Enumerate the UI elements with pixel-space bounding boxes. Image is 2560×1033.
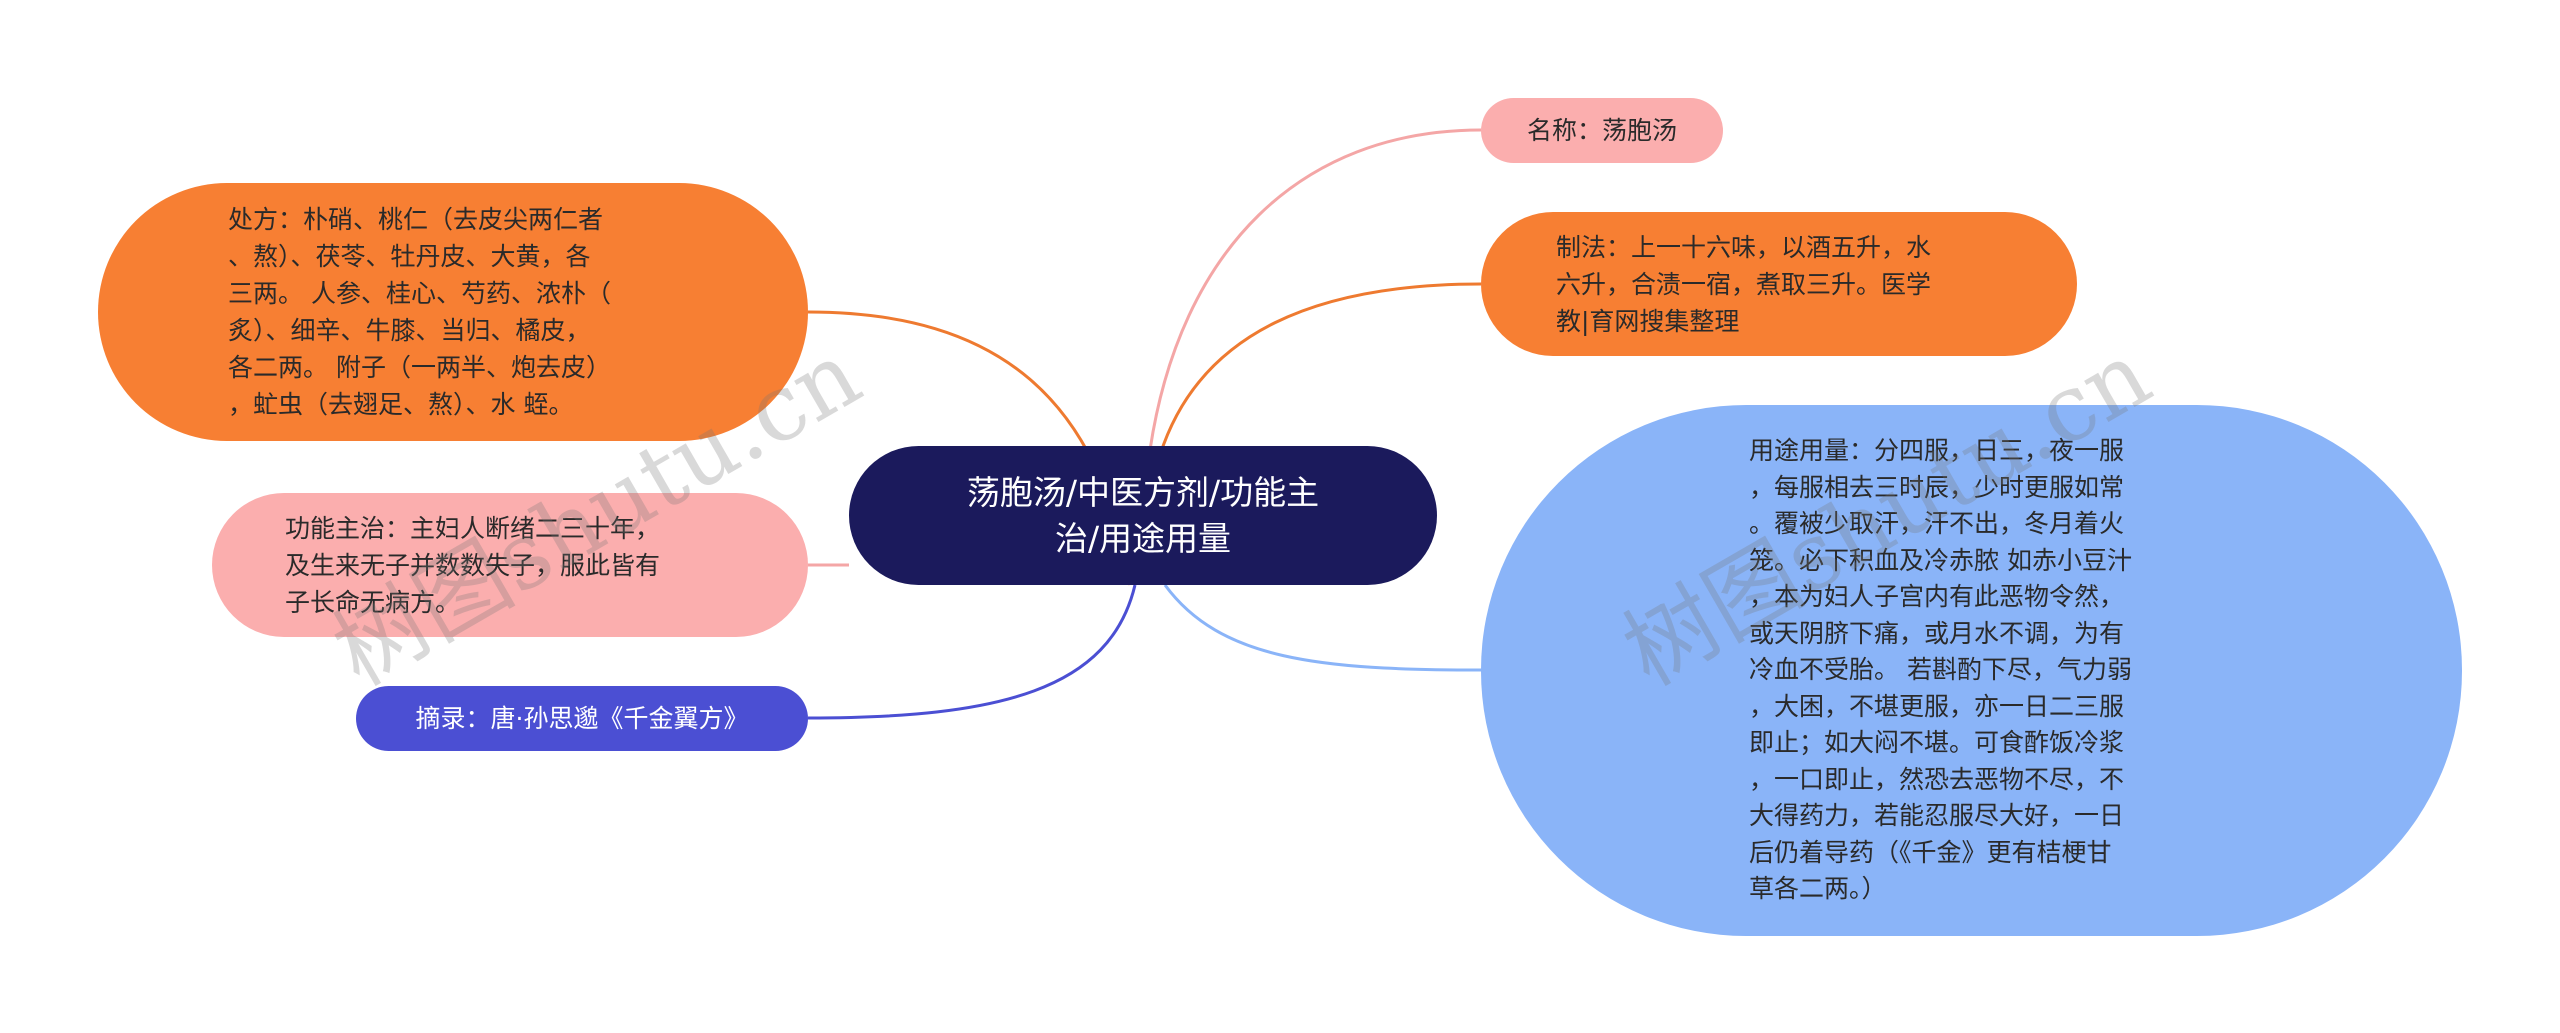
topic-line: 摘录：唐·孙思邈《千金翼方》 xyxy=(415,704,749,733)
topic-line: 冷血不受胎。 若斟酌下尽，气力弱 xyxy=(1749,655,2132,685)
topic-line: 及生来无子并数数失子，服此皆有 xyxy=(285,550,661,580)
topic-line: 或天阴脐下痛，或月水不调，为有 xyxy=(1749,618,2125,648)
link-yongtu xyxy=(1163,584,1482,672)
topic-gongneng[interactable]: 功能主治：主妇人断绪二三十年， 及生来无子并数数失子，服此皆有 子长命无病方。 xyxy=(212,493,808,637)
central-topic-line: 治/用途用量 xyxy=(1054,518,1232,558)
topic-line: 。覆被少取汗，汗不出，冬月着火 xyxy=(1749,509,2125,539)
link-zhifa xyxy=(1158,282,1482,456)
topic-line: 制法：上一十六味，以酒五升，水 xyxy=(1556,232,1932,262)
topic-line: 功能主治：主妇人断绪二三十年， xyxy=(285,513,661,543)
topic-mingcheng[interactable]: 名称：荡胞汤 xyxy=(1481,98,1723,163)
topic-yongtu[interactable]: 用途用量：分四服，日三，夜一服 ，每服相去三时辰，少时更服如常 。覆被少取汗，汗… xyxy=(1481,405,2462,936)
topic-line: 草各二两。） xyxy=(1749,874,1887,904)
topic-line: 三两。 人参、桂心、芍药、浓朴（ xyxy=(228,279,611,308)
topic-line: 后仍着导药（《千金》更有桔梗甘 xyxy=(1749,837,2112,867)
central-topic[interactable]: 荡胞汤/中医方剂/功能主 治/用途用量 xyxy=(849,446,1437,585)
topic-line: 笼。必下积血及冷赤脓 如赤小豆汁 xyxy=(1749,545,2132,575)
topic-line: 教|育网搜集整理 xyxy=(1556,306,1740,336)
topic-line: 子长命无病方。 xyxy=(285,587,461,617)
topic-line: 即止；如大闷不堪。可食酢饭冷浆 xyxy=(1749,728,2125,758)
topic-line: ，每服相去三时辰，少时更服如常 xyxy=(1749,472,2125,502)
central-topic-line: 荡胞汤/中医方剂/功能主 xyxy=(966,472,1320,512)
topic-line: 处方：朴硝、桃仁（去皮尖两仁者 xyxy=(228,205,604,234)
topic-zhailu[interactable]: 摘录：唐·孙思邈《千金翼方》 xyxy=(356,686,808,751)
link-mingcheng xyxy=(1148,128,1482,451)
topic-line: ，大困，不堪更服，亦一日二三服 xyxy=(1749,691,2125,721)
topic-line: 各二两。 附子（一两半、炮去皮） xyxy=(228,353,611,382)
link-zhailu xyxy=(807,584,1137,720)
topic-zhifa[interactable]: 制法：上一十六味，以酒五升，水 六升，合渍一宿，煮取三升。医学 教|育网搜集整理 xyxy=(1481,212,2077,356)
topic-line: 用途用量：分四服，日三，夜一服 xyxy=(1749,436,2125,466)
topic-line: ，一口即止，然恐去恶物不尽，不 xyxy=(1749,764,2125,794)
topic-chufang[interactable]: 处方：朴硝、桃仁（去皮尖两仁者 、熬）、茯苓、牡丹皮、大黄，各 三两。 人参、桂… xyxy=(98,183,808,441)
topic-line: 名称：荡胞汤 xyxy=(1526,116,1677,145)
topic-line: ，虻虫（去翅足、熬）、水 蛭。 xyxy=(228,390,574,419)
topic-line: 、熬）、茯苓、牡丹皮、大黄，各 xyxy=(228,242,591,271)
topic-line: ，本为妇人子宫内有此恶物令然， xyxy=(1749,582,2125,612)
topic-line: 六升，合渍一宿，煮取三升。医学 xyxy=(1556,269,1932,299)
topic-line: 炙）、细辛、牛膝、当归、橘皮， xyxy=(228,316,591,345)
topic-line: 大得药力，若能忍服尽大好，一日 xyxy=(1749,801,2125,831)
